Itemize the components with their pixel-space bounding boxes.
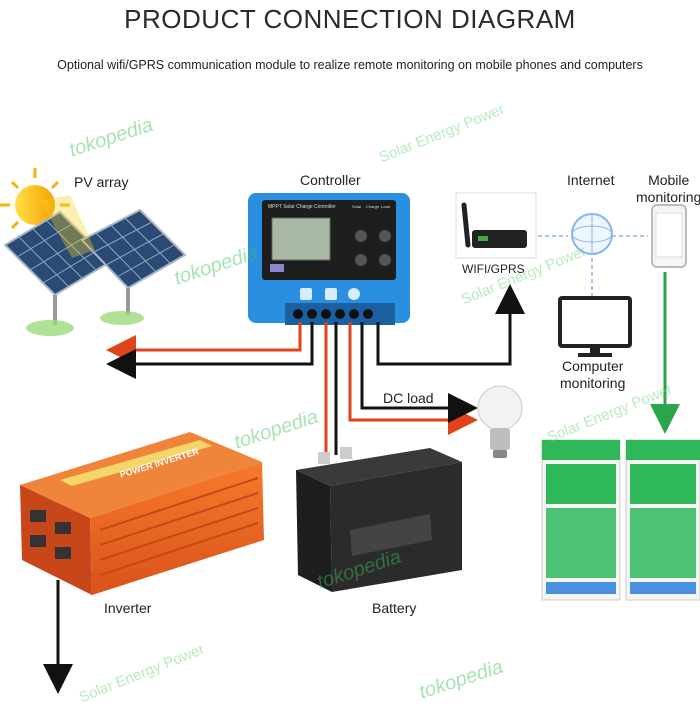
cloud-icon [571, 213, 613, 255]
label-computer-monitoring: Computer monitoring [560, 358, 626, 391]
pv-wires [106, 322, 314, 379]
label-dc-load: DC load [383, 390, 434, 406]
page-subtitle: Optional wifi/GPRS communication module … [57, 58, 643, 72]
battery-wires [324, 322, 338, 455]
inverter-icon [20, 432, 264, 595]
controller-indicator-3: Load [381, 204, 390, 209]
controller-brand-text: MPPT Solar Charge Controller [268, 204, 336, 210]
wifi-wire [376, 284, 525, 366]
label-battery: Battery [372, 600, 417, 616]
page-title: PRODUCT CONNECTION DIAGRAM [124, 4, 576, 34]
dc-load-wires [348, 322, 478, 435]
controller-indicator-2: Charge [366, 204, 380, 209]
bulb-icon [477, 385, 523, 458]
label-wifi-gprs: WIFI/GPRS [462, 262, 525, 276]
label-mobile-monitoring: Mobile monitoring [636, 172, 700, 205]
network-links [538, 235, 648, 298]
controller-device [248, 193, 410, 325]
phone-icon [651, 204, 687, 268]
monitor-icon [558, 296, 632, 357]
wifi-module-icon [455, 192, 537, 259]
label-internet: Internet [567, 172, 615, 188]
label-pv-array: PV array [74, 174, 129, 190]
solar-panel-icon [3, 195, 187, 336]
app-screens [541, 439, 700, 601]
battery-icon [296, 447, 462, 592]
label-inverter: Inverter [104, 600, 152, 616]
label-controller: Controller [300, 172, 361, 188]
controller-indicator-1: Solar [352, 204, 362, 209]
